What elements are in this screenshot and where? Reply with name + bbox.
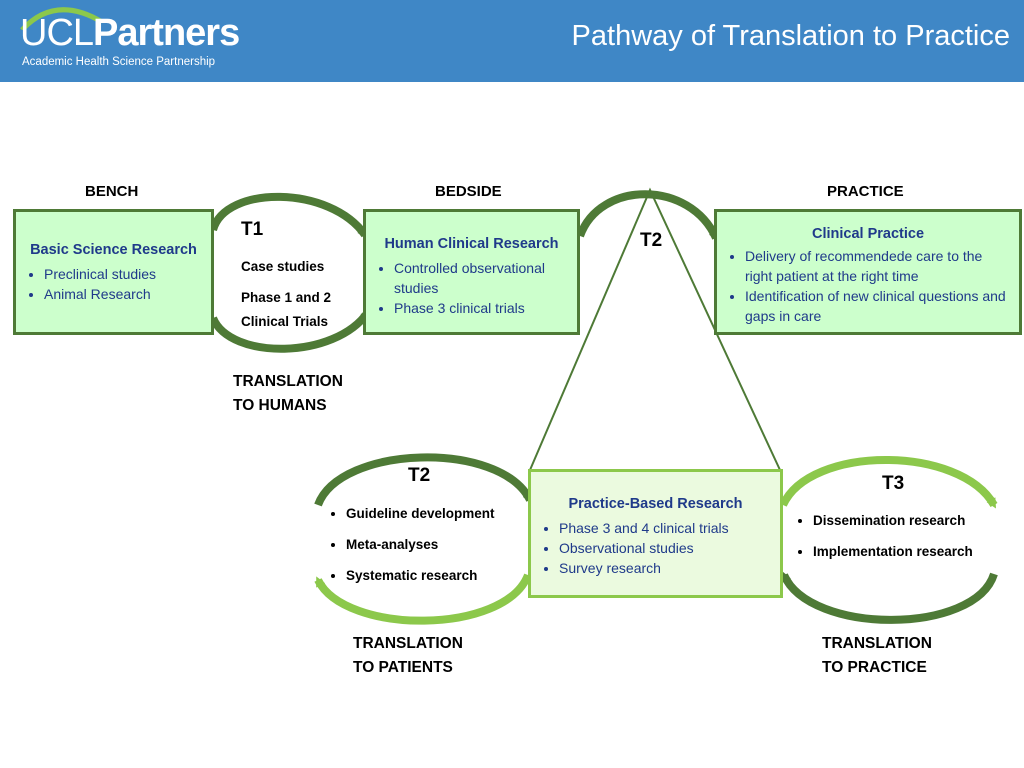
- logo-light-text: UCL: [20, 12, 94, 54]
- translation-line: TRANSLATION: [353, 635, 463, 652]
- t2-top-label: T2: [640, 230, 663, 251]
- list-item: Phase 3 clinical trials: [394, 298, 571, 318]
- list-item: Delivery of recommendede care to the rig…: [745, 246, 1009, 286]
- translation-line: TO PATIENTS: [353, 659, 453, 676]
- human-clinical-box: Human Clinical Research Controlled obser…: [363, 209, 580, 335]
- list-item: Phase 3 and 4 clinical trials: [559, 518, 780, 538]
- t2-bottom-list: Guideline development Meta-analyses Syst…: [326, 498, 495, 591]
- t1-label: T1: [241, 219, 264, 240]
- logo-bold-text: Partners: [93, 12, 240, 54]
- t3-top-arrow: [779, 456, 998, 509]
- translation-line: TO HUMANS: [233, 397, 327, 414]
- basic-science-list: Preclinical studies Animal Research: [16, 264, 211, 304]
- list-item: Observational studies: [559, 538, 780, 558]
- list-item: Identification of new clinical questions…: [745, 286, 1009, 326]
- practice-based-list: Phase 3 and 4 clinical trials Observatio…: [531, 518, 780, 578]
- logo: UCLPartners: [20, 12, 240, 54]
- t3-bottom-arrow: [780, 571, 998, 624]
- t1-translation: TRANSLATION TO HUMANS: [233, 370, 343, 418]
- t1-line-1: Case studies: [241, 259, 325, 274]
- list-item: Systematic research: [346, 560, 495, 591]
- t2-bottom-label: T2: [408, 465, 431, 486]
- logo-subtitle: Academic Health Science Partnership: [22, 56, 216, 68]
- slide-title: Pathway of Translation to Practice: [571, 20, 1010, 52]
- t2-top-arrow: [576, 190, 720, 242]
- t3-list: Dissemination research Implementation re…: [793, 505, 973, 567]
- list-item: Meta-analyses: [346, 529, 495, 560]
- column-bedside: BEDSIDE: [435, 183, 502, 200]
- basic-science-box: Basic Science Research Preclinical studi…: [13, 209, 214, 335]
- t1-bottom-arrow: [209, 308, 372, 353]
- translation-line: TRANSLATION: [822, 635, 932, 652]
- translation-line: TRANSLATION: [233, 373, 343, 390]
- list-item: Guideline development: [346, 498, 495, 529]
- basic-science-title: Basic Science Research: [30, 242, 197, 258]
- header-bar: UCLPartners Academic Health Science Part…: [0, 0, 1024, 82]
- human-clinical-title: Human Clinical Research: [384, 236, 559, 252]
- list-item: Implementation research: [813, 536, 973, 567]
- t1-top-arrow: [209, 192, 369, 239]
- practice-based-title: Practice-Based Research: [568, 496, 743, 512]
- list-item: Animal Research: [44, 284, 211, 304]
- clinical-practice-title: Clinical Practice: [811, 226, 925, 242]
- list-item: Dissemination research: [813, 505, 973, 536]
- practice-based-box: Practice-Based Research Phase 3 and 4 cl…: [528, 469, 783, 598]
- column-practice: PRACTICE: [827, 183, 904, 200]
- t2-triangle: [529, 187, 781, 471]
- t2-bottom-top-arrow: [314, 453, 534, 507]
- t2-translation: TRANSLATION TO PATIENTS: [353, 632, 463, 680]
- t3-translation: TRANSLATION TO PRACTICE: [822, 632, 932, 680]
- t2-bottom-bottom-arrow: [314, 573, 532, 625]
- logo-arc-icon: [20, 7, 104, 30]
- clinical-practice-list: Delivery of recommendede care to the rig…: [717, 246, 1019, 326]
- t1-line-3: Clinical Trials: [241, 314, 329, 329]
- t3-label: T3: [882, 473, 905, 494]
- list-item: Survey research: [559, 558, 780, 578]
- column-bench: BENCH: [85, 183, 139, 200]
- list-item: Controlled observational studies: [394, 258, 571, 298]
- t1-line-2: Phase 1 and 2: [241, 290, 332, 305]
- list-item: Preclinical studies: [44, 264, 211, 284]
- human-clinical-list: Controlled observational studies Phase 3…: [366, 258, 577, 318]
- translation-line: TO PRACTICE: [822, 659, 927, 676]
- clinical-practice-box: Clinical Practice Delivery of recommende…: [714, 209, 1022, 335]
